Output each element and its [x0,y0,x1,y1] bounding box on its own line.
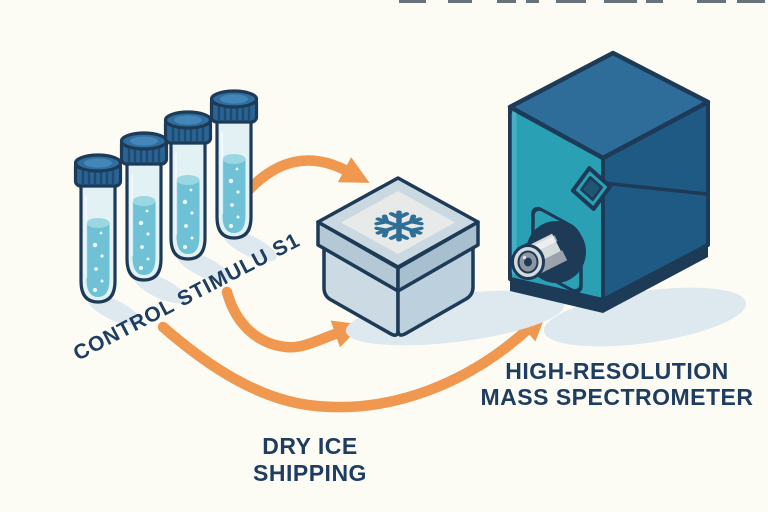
instrument-label-line1: HIGH-RESOLUTION [505,358,728,384]
shipping-label-line1: DRY ICE [262,433,358,459]
dry-ice-box [316,176,565,346]
flow-arrows [157,155,547,413]
flow-arrow-tubes-to-box-2 [221,286,363,353]
inlet-port [511,206,586,294]
instrument-label-line2: MASS SPECTROMETER [480,384,753,410]
shipping-label-line2: SHIPPING [253,460,367,486]
flow-arrow-to-spectrometer [157,311,547,413]
machine-window [570,166,613,211]
snowflake-icon [374,212,423,240]
mass-spectrometer [507,50,747,347]
flow-arrow-tubes-to-box [240,155,370,199]
top-edge-artifacts [399,0,765,3]
